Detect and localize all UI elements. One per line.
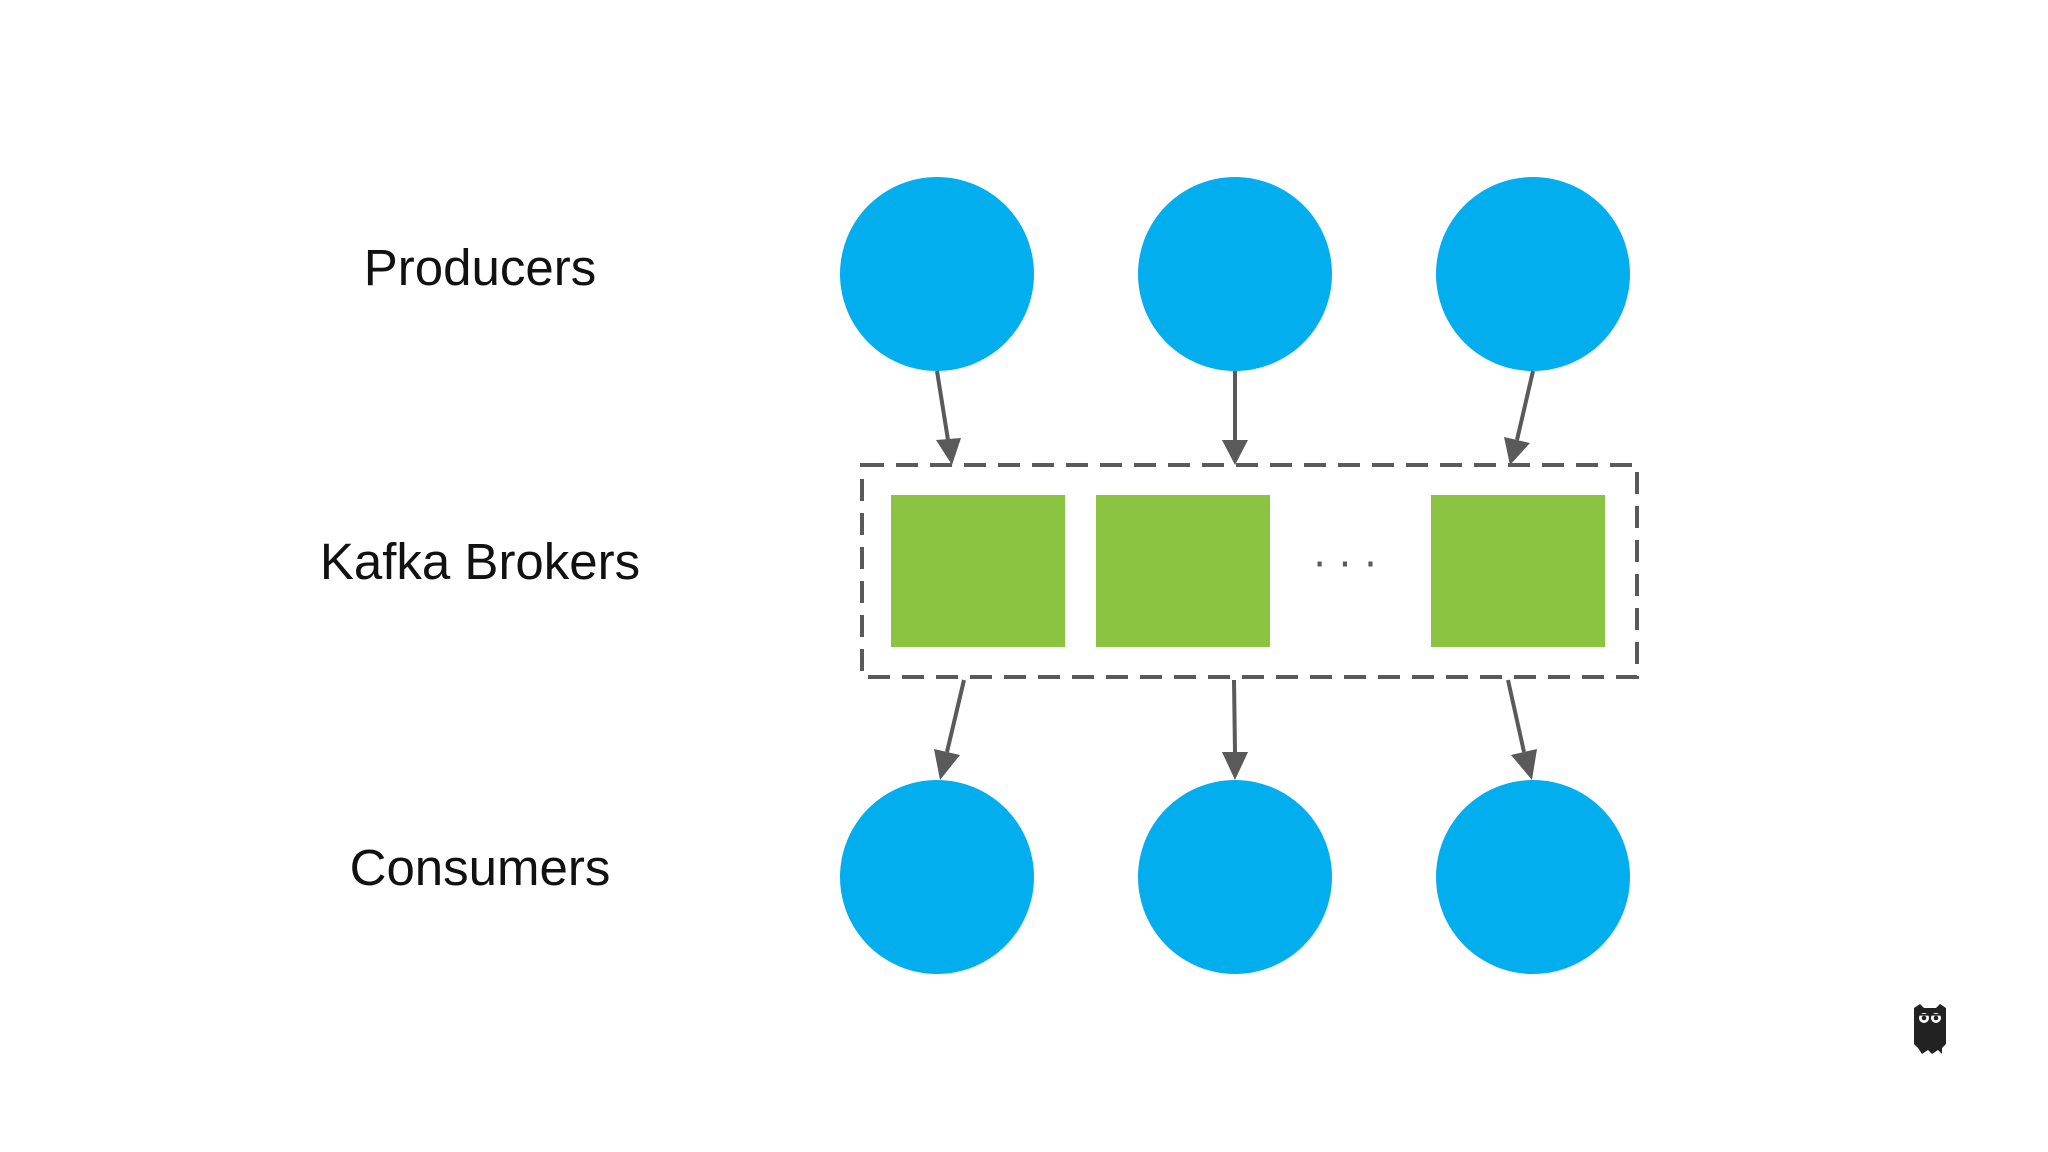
arrow-consumer-1 <box>945 679 966 753</box>
arrow-producer-3 <box>1515 370 1535 441</box>
arrow-producer-1-head <box>936 438 961 465</box>
arrow-producer-1 <box>935 370 950 441</box>
broker-box-1 <box>891 495 1065 647</box>
consumer-node-2 <box>1138 780 1332 974</box>
consumer-arrows <box>934 679 1537 780</box>
broker-cluster-boundary <box>860 463 1639 679</box>
broker-box-2 <box>1096 495 1270 647</box>
consumer-node-3 <box>1436 780 1630 974</box>
broker-ellipsis: · · · <box>1313 542 1377 588</box>
arrow-consumer-3-head <box>1511 749 1537 780</box>
producers-label: Producers <box>363 239 597 296</box>
producer-node-1 <box>840 177 1034 371</box>
kafka-brokers-label: Kafka Brokers <box>319 533 641 590</box>
arrow-producer-2-head <box>1222 440 1248 465</box>
arrow-consumer-1-head <box>934 749 960 780</box>
arrow-consumer-2 <box>1232 679 1237 753</box>
producer-arrows <box>935 370 1535 465</box>
producer-node-3 <box>1436 177 1630 371</box>
owl-logo-icon <box>1914 1004 1946 1054</box>
consumer-node-1 <box>840 780 1034 974</box>
arrow-consumer-2-head <box>1222 752 1248 780</box>
arrow-consumer-3 <box>1506 679 1526 753</box>
producer-node-2 <box>1138 177 1332 371</box>
arrow-producer-3-head <box>1504 437 1530 465</box>
consumers-label: Consumers <box>349 839 611 896</box>
broker-box-3 <box>1431 495 1605 647</box>
